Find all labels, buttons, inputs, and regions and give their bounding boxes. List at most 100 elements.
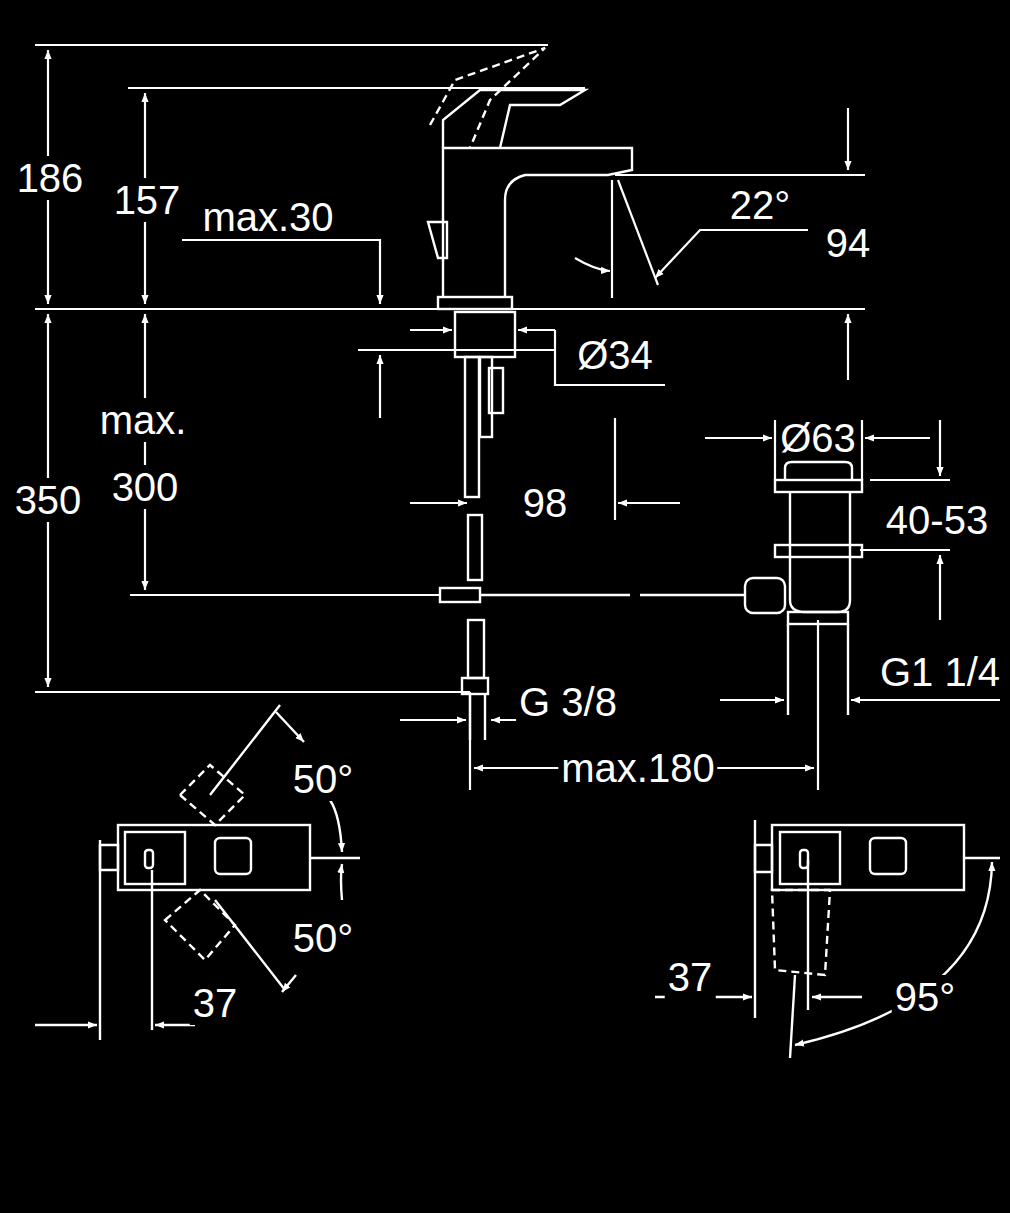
extension-lines-part	[614, 418, 616, 520]
faucet-side-view-part	[465, 357, 479, 497]
plan-view-left-part	[118, 825, 310, 890]
dimension-label: 37	[665, 955, 716, 999]
plan-view-right-part	[780, 832, 840, 884]
faucet-side-view-part	[443, 90, 585, 148]
dimension-label: max.30	[199, 195, 336, 239]
dimension-lines-part	[410, 329, 452, 331]
dimension-lines-part	[410, 502, 467, 504]
dimension-label: Ø63	[777, 416, 859, 460]
extension-lines-part	[35, 691, 470, 693]
dimension-label: 94	[823, 221, 874, 265]
dimension-label: 98	[520, 481, 571, 525]
waste-valve	[775, 462, 862, 715]
plan-view-right	[655, 820, 1000, 1058]
extension-lines-part	[128, 87, 585, 89]
dimension-lines-part	[655, 230, 808, 278]
extension-lines-part	[470, 620, 818, 790]
plan-view-left-part	[100, 845, 118, 870]
plan-view-right-part	[870, 838, 906, 874]
dimension-label: max.	[97, 398, 190, 442]
plan-view-left-part	[330, 800, 342, 852]
dimension-lines-part	[705, 437, 772, 439]
plan-view-right-part	[755, 820, 808, 1018]
plan-view-left-part	[125, 832, 185, 884]
faucet-side-view-part	[443, 148, 632, 297]
dimension-lines-part	[618, 180, 658, 285]
plan-view-left-part	[35, 1024, 97, 1026]
dimension-lines-part	[847, 314, 849, 380]
dimension-label: 350	[12, 478, 85, 522]
dimension-label: G1 1/4	[877, 650, 1003, 694]
dimension-lines-part	[720, 699, 784, 701]
dimension-lines	[48, 50, 1000, 768]
faucet-side-view-part	[428, 222, 447, 258]
extension-lines-part	[358, 349, 555, 351]
waste-valve-part	[788, 624, 848, 715]
extension-lines-part	[615, 174, 865, 176]
dimension-lines-part	[618, 502, 680, 504]
dimension-lines-part	[182, 240, 380, 304]
dimension-lines-part	[865, 437, 930, 439]
dimension-label: 157	[111, 178, 184, 222]
faucet-side-view-part	[468, 515, 482, 580]
plan-view-left-part	[100, 840, 152, 1040]
dimension-label: 95°	[892, 975, 959, 1019]
plan-view-left-part	[310, 857, 360, 859]
dimension-lines-part	[555, 330, 665, 385]
extension-lines-part	[130, 594, 440, 596]
dimension-label: Ø34	[574, 333, 656, 377]
dimension-label: 22°	[727, 183, 794, 227]
dimension-label: 300	[109, 465, 182, 509]
plan-view-left-part	[282, 975, 296, 992]
waste-valve-part	[785, 462, 852, 480]
extension-lines-part	[611, 180, 613, 298]
dimension-label: 50°	[290, 916, 357, 960]
dimension-label: G 3/8	[516, 680, 620, 724]
dimension-lines-part	[575, 258, 610, 271]
dimension-label: 40-53	[883, 498, 991, 542]
plan-view-right-part	[812, 996, 862, 998]
waste-valve-part	[775, 545, 862, 557]
plan-view-right-part	[790, 975, 795, 1058]
faucet-side-view-part	[430, 48, 545, 148]
extension-lines	[35, 45, 950, 790]
dimension-lines-part	[379, 355, 381, 418]
faucet-side-view-part	[470, 694, 485, 740]
dimension-lines-part	[847, 108, 849, 170]
faucet-side-view	[428, 48, 785, 740]
plan-view-right-part	[772, 890, 830, 975]
dimension-label: 186	[14, 156, 87, 200]
plan-view-left-part	[180, 765, 245, 825]
plan-view-left-part	[165, 890, 235, 960]
plan-view-left-part	[276, 712, 304, 742]
dimension-label: 37	[190, 981, 241, 1025]
plan-view-left-part	[341, 864, 342, 900]
dimension-lines-part	[518, 329, 555, 331]
faucet-side-view-part	[489, 368, 503, 413]
plan-view-left-part	[210, 705, 285, 990]
waste-valve-part	[775, 480, 862, 492]
plan-view-right-part	[795, 862, 992, 1045]
faucet-side-view-part	[462, 678, 488, 694]
plan-view-left-part	[215, 838, 251, 874]
plan-view-right-part	[772, 825, 964, 890]
dimension-lines-part	[939, 555, 941, 620]
dimension-label: max.180	[558, 746, 717, 790]
extension-lines-part	[35, 44, 548, 46]
dimension-label: 50°	[290, 757, 357, 801]
plan-view-right-part	[755, 845, 772, 872]
plan-view-right-part	[965, 857, 1000, 859]
faucet-side-view-part	[480, 594, 745, 596]
dimension-lines-part	[939, 420, 941, 476]
waste-valve-part	[790, 492, 850, 612]
plan-view-left	[35, 705, 360, 1040]
plan-view-left-part	[145, 850, 153, 868]
faucet-side-view-part	[745, 578, 785, 613]
faucet-side-view-part	[468, 620, 484, 678]
faucet-side-view-part	[440, 588, 480, 602]
faucet-side-view-part	[455, 312, 515, 357]
dimension-lines-part	[144, 314, 146, 590]
dimension-lines-part	[400, 719, 466, 721]
faucet-side-view-part	[438, 297, 512, 309]
waste-valve-part	[788, 612, 848, 624]
